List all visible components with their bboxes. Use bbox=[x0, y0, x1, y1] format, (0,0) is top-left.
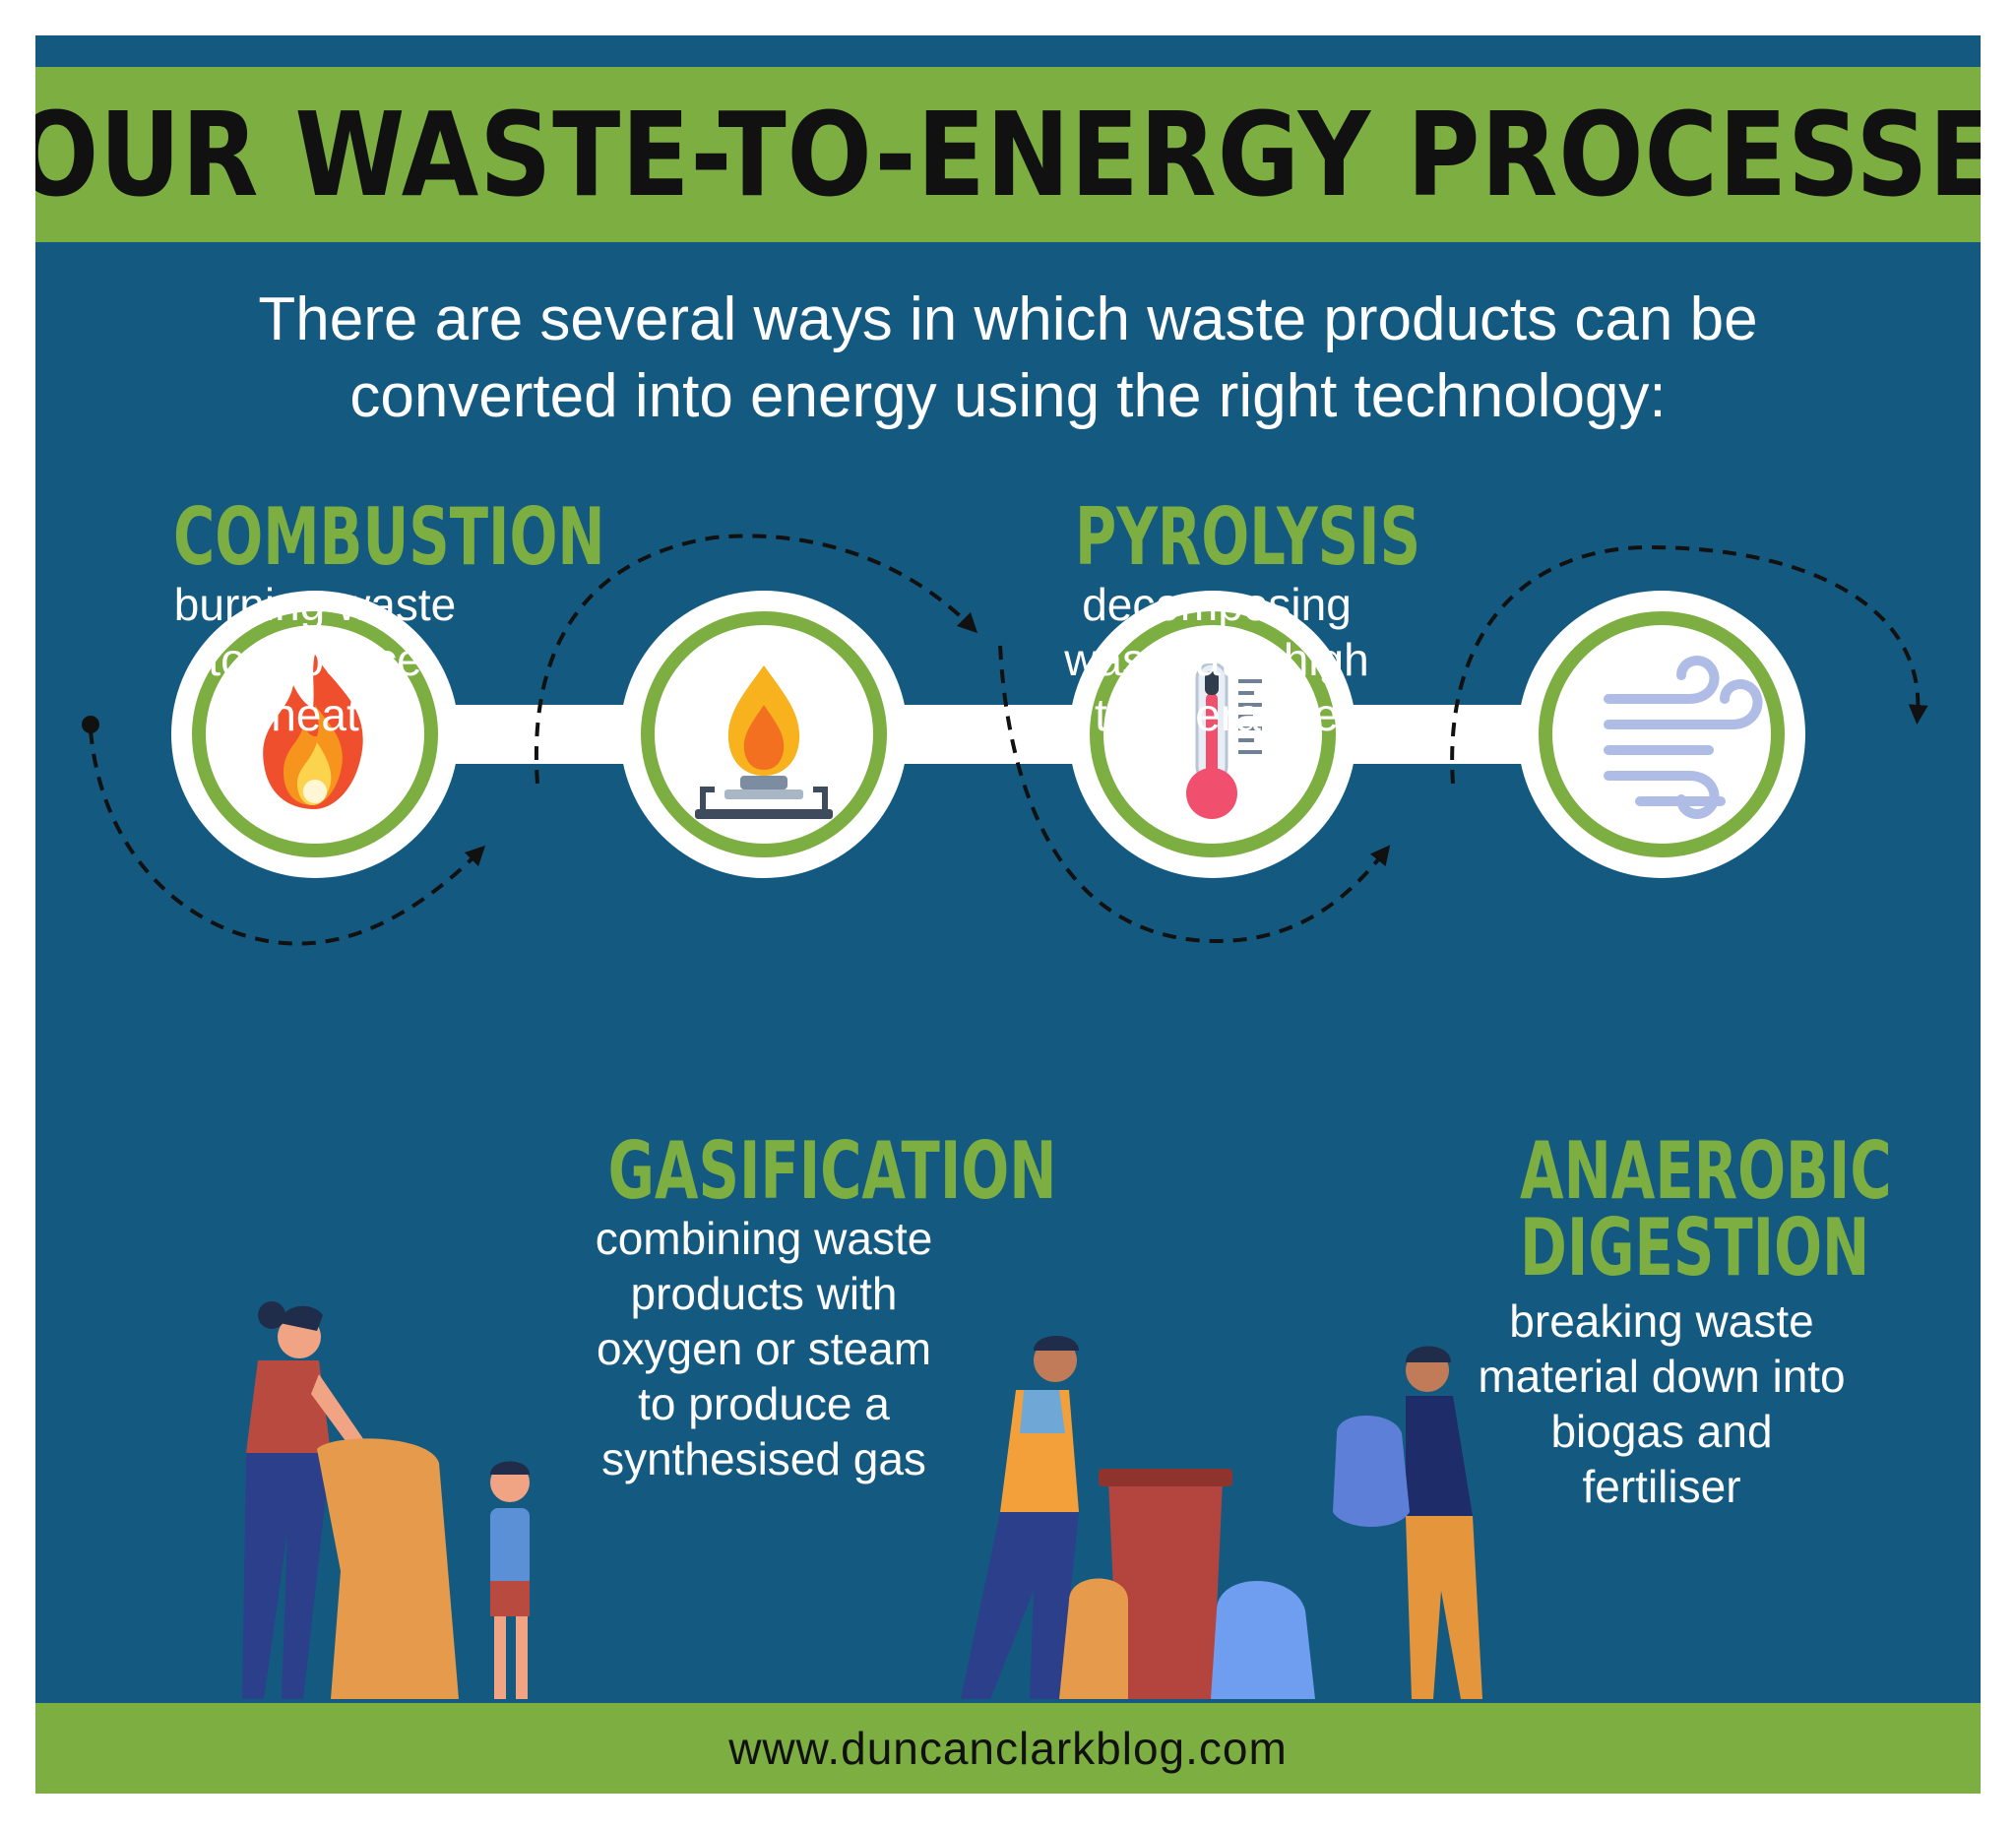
flow-arrow-4 bbox=[1450, 544, 1928, 785]
anaerobic-desc-line: biogas and bbox=[1550, 1406, 1773, 1457]
ring-combustion bbox=[192, 611, 438, 857]
intro-line-2: converted into energy using the right te… bbox=[349, 362, 1667, 430]
gasification-description: combining waste products with oxygen or … bbox=[557, 1211, 971, 1486]
process-chain-art bbox=[82, 534, 1928, 1699]
footer-banner: www.duncanclarkblog.com bbox=[35, 1703, 1981, 1794]
flame-icon bbox=[263, 654, 363, 809]
gas-burner-icon bbox=[695, 665, 833, 819]
man-with-bag-illustration bbox=[1333, 1346, 1482, 1699]
gasification-desc-line: combining waste bbox=[595, 1213, 933, 1264]
thermometer-icon bbox=[1186, 662, 1262, 819]
wind-icon bbox=[1604, 656, 1763, 819]
anaerobic-description: breaking waste material down into biogas… bbox=[1445, 1293, 1878, 1514]
ring-gasification bbox=[641, 611, 887, 857]
node-chain bbox=[171, 591, 1805, 878]
intro-line-1: There are several ways in which waste pr… bbox=[258, 285, 1758, 353]
flow-arrows bbox=[82, 534, 1928, 946]
anaerobic-title-line-2: DIGESTION bbox=[1520, 1202, 1870, 1293]
gasification-desc-line: to produce a bbox=[638, 1378, 890, 1429]
pyrolysis-desc-line: temperature bbox=[1094, 689, 1339, 740]
gasification-desc-line: synthesised gas bbox=[601, 1433, 926, 1484]
flow-start-dot bbox=[82, 716, 99, 733]
page-title: FOUR WASTE-TO-ENERGY PROCESSES bbox=[35, 87, 1981, 222]
combustion-desc-line: to produce bbox=[208, 634, 422, 685]
intro-text: There are several ways in which waste pr… bbox=[35, 282, 1981, 435]
anaerobic-title-line-1: ANAEROBIC bbox=[1520, 1125, 1892, 1217]
pyrolysis-desc-line: decomposing bbox=[1082, 579, 1352, 630]
woman-and-child-illustration bbox=[242, 1301, 530, 1699]
gasification-desc-line: products with bbox=[630, 1268, 898, 1319]
infographic-frame: FOUR WASTE-TO-ENERGY PROCESSES There are… bbox=[35, 35, 1981, 1794]
anaerobic-desc-line: breaking waste bbox=[1509, 1295, 1814, 1347]
pyrolysis-desc-line: waste at a high bbox=[1064, 634, 1369, 685]
node-anaerobic bbox=[1518, 591, 1805, 878]
ring-pyrolysis bbox=[1090, 611, 1336, 857]
flow-arrow-1 bbox=[89, 729, 486, 946]
gasification-desc-line: oxygen or steam bbox=[596, 1323, 932, 1374]
pyrolysis-title: PYROLYSIS bbox=[1075, 491, 1421, 583]
combustion-desc-line: burning waste bbox=[173, 579, 457, 630]
footer-url: www.duncanclarkblog.com bbox=[728, 1723, 1288, 1774]
combustion-title: COMBUSTION bbox=[173, 491, 605, 583]
flow-arrow-3 bbox=[998, 645, 1391, 944]
combustion-description: burning waste to produce heat bbox=[118, 577, 512, 742]
anaerobic-desc-line: material down into bbox=[1478, 1351, 1846, 1402]
title-banner: FOUR WASTE-TO-ENERGY PROCESSES bbox=[35, 67, 1981, 242]
combustion-desc-line: heat bbox=[271, 689, 359, 740]
ring-anaerobic bbox=[1539, 611, 1785, 857]
worker-with-bin-illustration bbox=[961, 1336, 1315, 1699]
flow-arrow-2 bbox=[535, 534, 978, 785]
anaerobic-desc-line: fertiliser bbox=[1582, 1461, 1741, 1512]
gasification-title: GASIFICATION bbox=[607, 1125, 1057, 1217]
pyrolysis-description: decomposing waste at a high temperature bbox=[980, 577, 1453, 742]
